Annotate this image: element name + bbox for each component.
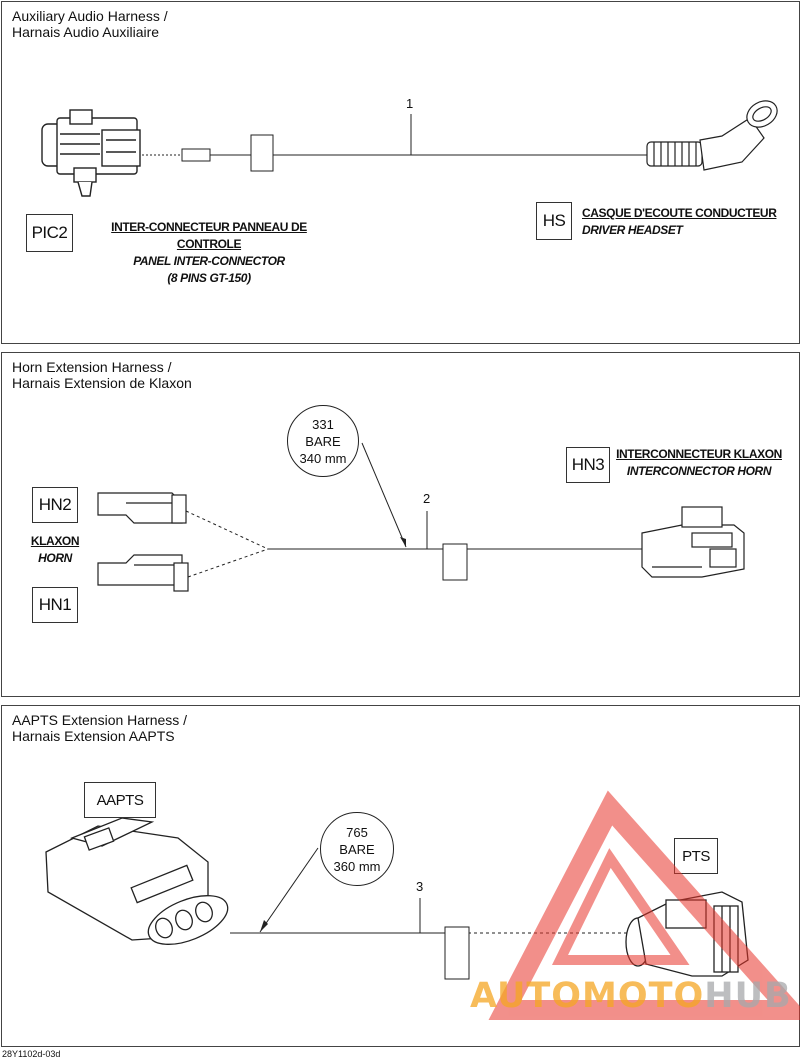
panel-title: AAPTS Extension Harness / Harnais Extens… xyxy=(12,712,187,744)
hs-desc-en: DRIVER HEADSET xyxy=(582,223,683,237)
hs-code-box: HS xyxy=(536,202,572,240)
hn3-connector-drawing xyxy=(641,506,745,578)
bubble-finish: BARE xyxy=(339,841,375,857)
length-bubble: 331 BARE 340 mm xyxy=(287,405,359,477)
bubble-part-number: 331 xyxy=(312,416,334,432)
hn3-description: INTERCONNECTEUR KLAXON INTERCONNECTOR HO… xyxy=(614,446,784,480)
hn3-desc-en: INTERCONNECTOR HORN xyxy=(626,464,772,478)
wire-tag xyxy=(444,926,470,980)
wire-tag xyxy=(442,543,468,581)
panel-title: Horn Extension Harness / Harnais Extensi… xyxy=(12,359,192,391)
horn-desc-fr: KLAXON xyxy=(30,534,80,548)
pic2-desc-fr: INTER-CONNECTEUR PANNEAU DE CONTROLE xyxy=(111,220,307,251)
bubble-finish: BARE xyxy=(305,433,341,449)
hn1-terminal-drawing xyxy=(97,554,189,592)
panel-title: Auxiliary Audio Harness / Harnais Audio … xyxy=(12,8,168,40)
aapts-connector-drawing xyxy=(45,817,229,945)
wire-number: 2 xyxy=(423,491,431,506)
hn3-desc-fr: INTERCONNECTEUR KLAXON xyxy=(616,447,782,461)
pic2-desc-en: PANEL INTER-CONNECTOR xyxy=(133,254,285,268)
hn1-code-box: HN1 xyxy=(32,587,78,623)
watermark-part-1: AUTOMOTO xyxy=(470,976,705,1016)
title-line-2: Harnais Extension de Klaxon xyxy=(12,375,192,391)
bubble-part-number: 765 xyxy=(346,824,368,840)
title-line-1: Horn Extension Harness / xyxy=(12,359,172,375)
hn2-code-box: HN2 xyxy=(32,487,78,523)
hn2-terminal-drawing xyxy=(97,492,187,524)
pic2-desc-note: (8 PINS GT-150) xyxy=(167,271,251,285)
title-line-2: Harnais Audio Auxiliaire xyxy=(12,24,160,40)
bubble-length: 340 mm xyxy=(299,450,347,466)
length-bubble: 765 BARE 360 mm xyxy=(320,812,394,886)
harness-2-drawing xyxy=(97,442,745,592)
hs-desc-fr: CASQUE D'ECOUTE CONDUCTEUR xyxy=(582,206,777,220)
hn3-code-box: HN3 xyxy=(566,447,610,483)
title-line-1: AAPTS Extension Harness / xyxy=(12,712,188,728)
hs-connector-drawing xyxy=(646,100,778,171)
panel-horn-extension-harness: Horn Extension Harness / Harnais Extensi… xyxy=(1,352,800,697)
pts-connector-drawing xyxy=(625,891,749,977)
hs-description: CASQUE D'ECOUTE CONDUCTEUR DRIVER HEADSE… xyxy=(582,205,780,239)
pts-code-box: PTS xyxy=(674,838,718,874)
bubble-length: 360 mm xyxy=(333,858,381,874)
horn-desc-en: HORN xyxy=(38,551,72,565)
drawing-code: 28Y1102d-03d xyxy=(2,1049,61,1059)
horn-description: KLAXON HORN xyxy=(24,533,86,567)
watermark-part-2: HUB xyxy=(704,976,792,1016)
pic2-connector-drawing xyxy=(41,109,141,197)
harness-1-drawing xyxy=(41,100,778,197)
watermark-text: AUTOMOTOHUB xyxy=(470,976,792,1016)
panel-auxiliary-audio-harness: Auxiliary Audio Harness / Harnais Audio … xyxy=(1,1,800,344)
aapts-code-box: AAPTS xyxy=(84,782,156,818)
title-line-2: Harnais Extension AAPTS xyxy=(12,728,175,744)
wire-number: 3 xyxy=(416,879,424,894)
wire-tag xyxy=(250,134,274,172)
pic2-code-box: PIC2 xyxy=(26,214,73,252)
title-line-1: Auxiliary Audio Harness / xyxy=(12,8,168,24)
wire-number: 1 xyxy=(406,96,414,111)
wire-sleeve xyxy=(181,148,211,162)
pic2-description: INTER-CONNECTEUR PANNEAU DE CONTROLE PAN… xyxy=(80,219,338,287)
